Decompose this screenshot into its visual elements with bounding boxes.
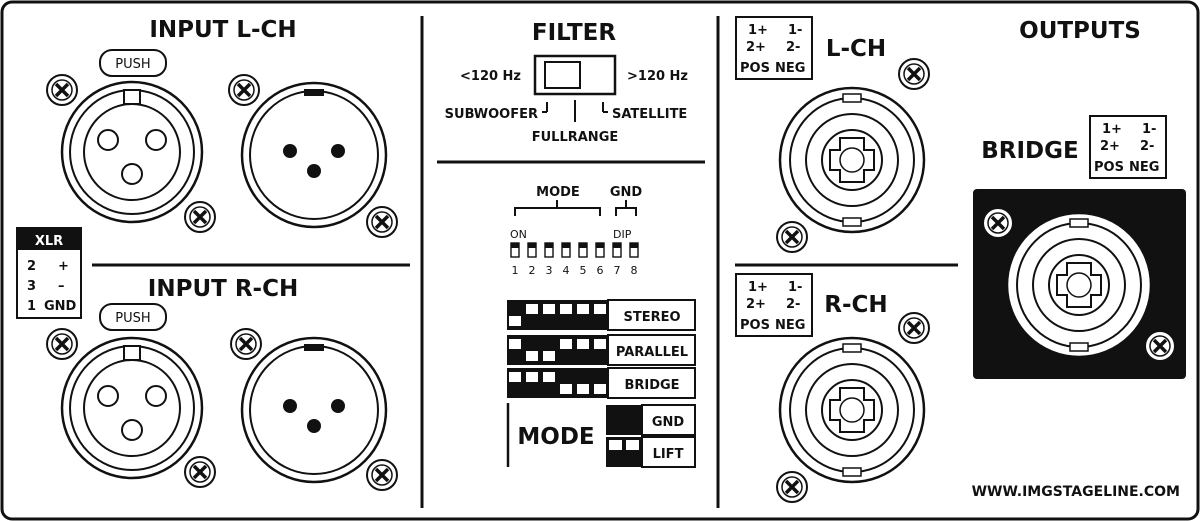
output-bridge-label: BRIDGE (981, 138, 1078, 164)
pos-label: POS (740, 318, 770, 333)
input-rch-section: INPUT R-CH PUSH (45, 276, 399, 492)
mode-lift-label: LIFT (653, 447, 684, 462)
speakon-output-lch[interactable] (778, 86, 926, 234)
outputs-section: OUTPUTS L-CH 1+ 2+ 1- 2- POS NEG R-CH 1+… (735, 16, 1186, 504)
dip-number: 4 (563, 264, 570, 277)
pin-label: 2- (786, 40, 800, 55)
output-lch-label: L-CH (826, 36, 886, 62)
filter-pos-subwoofer: SUBWOOFER (445, 107, 538, 122)
screw-icon (183, 200, 217, 234)
mode-label: MODE (517, 424, 594, 450)
neg-label: NEG (1129, 160, 1159, 175)
pos-label: POS (740, 61, 770, 76)
xlr-pin: 3 (27, 279, 36, 294)
xlr-pin: 1 (27, 299, 36, 314)
pin-label: 1- (788, 280, 802, 295)
screw-icon (183, 455, 217, 489)
input-lch-title: INPUT L-CH (149, 17, 296, 43)
speakon-output-bridge[interactable] (1005, 211, 1153, 359)
dip-number: 7 (614, 264, 621, 277)
filter-slide-switch[interactable] (533, 54, 617, 96)
screw-icon (775, 470, 809, 504)
dip-number: 3 (546, 264, 553, 277)
screw-icon (981, 206, 1015, 240)
pin-label: 2+ (746, 297, 766, 312)
xlr-legend-title: XLR (35, 234, 63, 249)
xlr-pin-legend: XLR 2 + 3 – 1 GND (16, 227, 82, 319)
dip-switch-section: MODE GND ON DIP 1 2 3 4 5 6 7 8 (510, 185, 642, 277)
pin-label: 1+ (748, 280, 768, 295)
xlr-signal: – (58, 279, 65, 294)
screw-icon (365, 458, 399, 492)
screw-icon (897, 57, 931, 91)
xlr-female-input-lch[interactable] (60, 80, 204, 224)
dip-number: 5 (580, 264, 587, 277)
xlr-pin: 2 (27, 259, 36, 274)
screw-icon (365, 205, 399, 239)
mode-gnd-label: GND (652, 415, 685, 430)
pin-label: 2- (1140, 139, 1154, 154)
pin-label: 1- (788, 23, 802, 38)
mode-table: STEREO PARALLEL BRIDGE MODE GND LIFT (506, 299, 696, 468)
filter-label-low: <120 Hz (460, 69, 521, 84)
pos-label: POS (1094, 160, 1124, 175)
xlr-male-connector-rch[interactable] (240, 336, 388, 484)
website-url: WWW.IMGSTAGELINE.COM (972, 484, 1180, 500)
dip-number: 8 (631, 264, 638, 277)
filter-pos-satellite: SATELLITE (612, 107, 687, 122)
dip-number: 1 (512, 264, 519, 277)
push-latch-lch[interactable] (99, 49, 167, 77)
xlr-signal: + (58, 259, 69, 274)
filter-section: FILTER <120 Hz >120 Hz SUBWOOFER FULLRAN… (445, 20, 688, 145)
screw-icon (897, 311, 931, 345)
screw-icon (227, 73, 261, 107)
speakon-pin-legend-bridge: 1+ 2+ 1- 2- POS NEG (1089, 115, 1167, 179)
pin-label: 2+ (746, 40, 766, 55)
speakon-pin-legend-lch: 1+ 2+ 1- 2- POS NEG (735, 16, 813, 80)
dip-on-label: ON (510, 228, 527, 241)
push-label-rch: PUSH (115, 311, 150, 326)
dip-gnd-label: GND (610, 185, 643, 200)
pin-label: 2- (786, 297, 800, 312)
input-lch-section: INPUT L-CH PUSH (45, 17, 399, 239)
input-rch-title: INPUT R-CH (148, 276, 298, 302)
screw-icon (229, 327, 263, 361)
filter-title: FILTER (532, 20, 617, 46)
push-latch-rch[interactable] (99, 303, 167, 331)
xlr-signal: GND (44, 299, 77, 314)
xlr-female-input-rch[interactable] (60, 336, 204, 480)
screw-icon (775, 220, 809, 254)
dip-number: 6 (597, 264, 604, 277)
dip-number: 2 (529, 264, 536, 277)
pin-label: 2+ (1100, 139, 1120, 154)
filter-pos-fullrange: FULLRANGE (532, 130, 619, 145)
screw-icon (45, 73, 79, 107)
pin-label: 1- (1142, 122, 1156, 137)
speakon-output-rch[interactable] (778, 336, 926, 484)
dip-mode-label: MODE (536, 185, 580, 200)
push-label-lch: PUSH (115, 57, 150, 72)
xlr-male-connector-lch[interactable] (240, 81, 388, 229)
mode-row-parallel: PARALLEL (616, 345, 688, 360)
screw-icon (45, 327, 79, 361)
output-rch-label: R-CH (824, 292, 887, 318)
screw-icon (1143, 329, 1177, 363)
neg-label: NEG (775, 61, 805, 76)
neg-label: NEG (775, 318, 805, 333)
pin-label: 1+ (1102, 122, 1122, 137)
dip-dip-label: DIP (613, 228, 632, 241)
filter-label-high: >120 Hz (627, 69, 688, 84)
speakon-pin-legend-rch: 1+ 2+ 1- 2- POS NEG (735, 273, 813, 337)
dip-switch-bank[interactable] (510, 242, 639, 258)
outputs-title: OUTPUTS (1019, 18, 1141, 44)
mode-row-bridge: BRIDGE (624, 378, 679, 393)
pin-label: 1+ (748, 23, 768, 38)
mode-row-stereo: STEREO (623, 310, 680, 325)
